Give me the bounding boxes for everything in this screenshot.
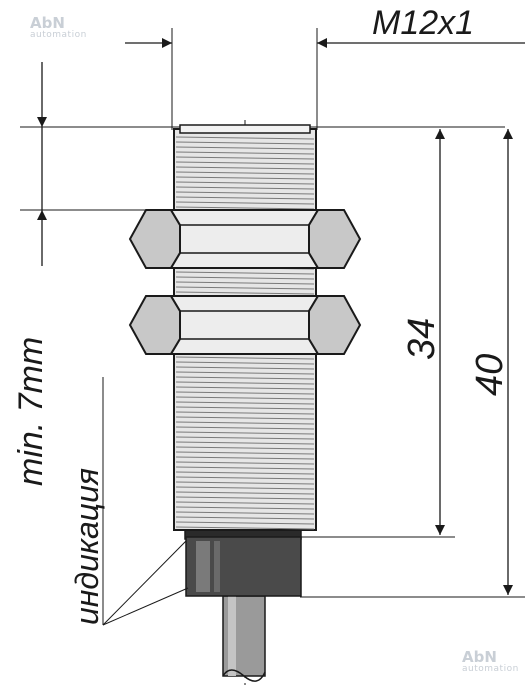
watermark-sub-2: automation (462, 664, 519, 674)
cable (222, 595, 266, 682)
thread-label: M12x1 (372, 4, 474, 42)
thread-line (175, 401, 315, 405)
min-gap-label: min. 7mm (12, 337, 50, 486)
thread-length-label: 34 (401, 318, 443, 360)
thread-line (175, 171, 315, 175)
thread-line (175, 466, 315, 470)
thread-line (175, 141, 315, 145)
thread-line (175, 516, 315, 520)
thread-line (175, 151, 315, 155)
thread-line (175, 431, 315, 435)
thread-line (175, 271, 315, 275)
thread-line (175, 411, 315, 415)
thread-line (175, 416, 315, 420)
total-length-label: 40 (469, 354, 511, 396)
thread-line (175, 496, 315, 500)
lower-nut (128, 295, 362, 355)
thread-line (175, 176, 315, 180)
watermark-top-left: AbN automation (30, 16, 87, 40)
thread-line (175, 471, 315, 475)
thread-line (175, 486, 315, 490)
thread-line (175, 146, 315, 150)
indicator-leaders (102, 377, 189, 626)
thread-line (175, 181, 315, 185)
thread-line (175, 476, 315, 480)
thread-line (175, 456, 315, 460)
thread-line (175, 441, 315, 445)
thread-line (175, 461, 315, 465)
thread-line (175, 366, 315, 370)
thread-line (175, 281, 315, 285)
thread-line (175, 396, 315, 400)
watermark-brand-2: AbN (462, 648, 497, 666)
thread-line (175, 386, 315, 390)
thread-line (175, 361, 315, 365)
thread-line (175, 491, 315, 495)
thread-line (175, 191, 315, 195)
thread-line (175, 381, 315, 385)
thread-line (175, 506, 315, 510)
thread-line (175, 451, 315, 455)
thread-line (175, 406, 315, 410)
thread-line (175, 481, 315, 485)
thread-line (175, 371, 315, 375)
thread-line (175, 166, 315, 170)
watermark-sub: automation (30, 30, 87, 40)
thread-line (175, 291, 315, 295)
thread-line (175, 391, 315, 395)
thread-line (175, 436, 315, 440)
thread-line (175, 196, 315, 200)
thread-line (175, 186, 315, 190)
thread-line (175, 376, 315, 380)
indicator-label: индикация (69, 468, 105, 625)
thread-line (175, 426, 315, 430)
thread-line (175, 201, 315, 205)
upper-nut (128, 209, 362, 269)
thread-line (175, 526, 315, 530)
thread-line (175, 446, 315, 450)
thread-line (175, 161, 315, 165)
thread-line (175, 136, 315, 140)
thread-line (175, 286, 315, 290)
thread-line (175, 356, 315, 360)
thread-line (175, 206, 315, 210)
thread-line (175, 421, 315, 425)
thread-line (175, 521, 315, 525)
watermark-brand: AbN (30, 14, 65, 32)
thread-line (175, 501, 315, 505)
thread-line (175, 276, 315, 280)
watermark-bottom-right: AbN automation (462, 650, 519, 674)
thread-line (175, 156, 315, 160)
thread-line (175, 511, 315, 515)
led-cap (184, 528, 302, 597)
